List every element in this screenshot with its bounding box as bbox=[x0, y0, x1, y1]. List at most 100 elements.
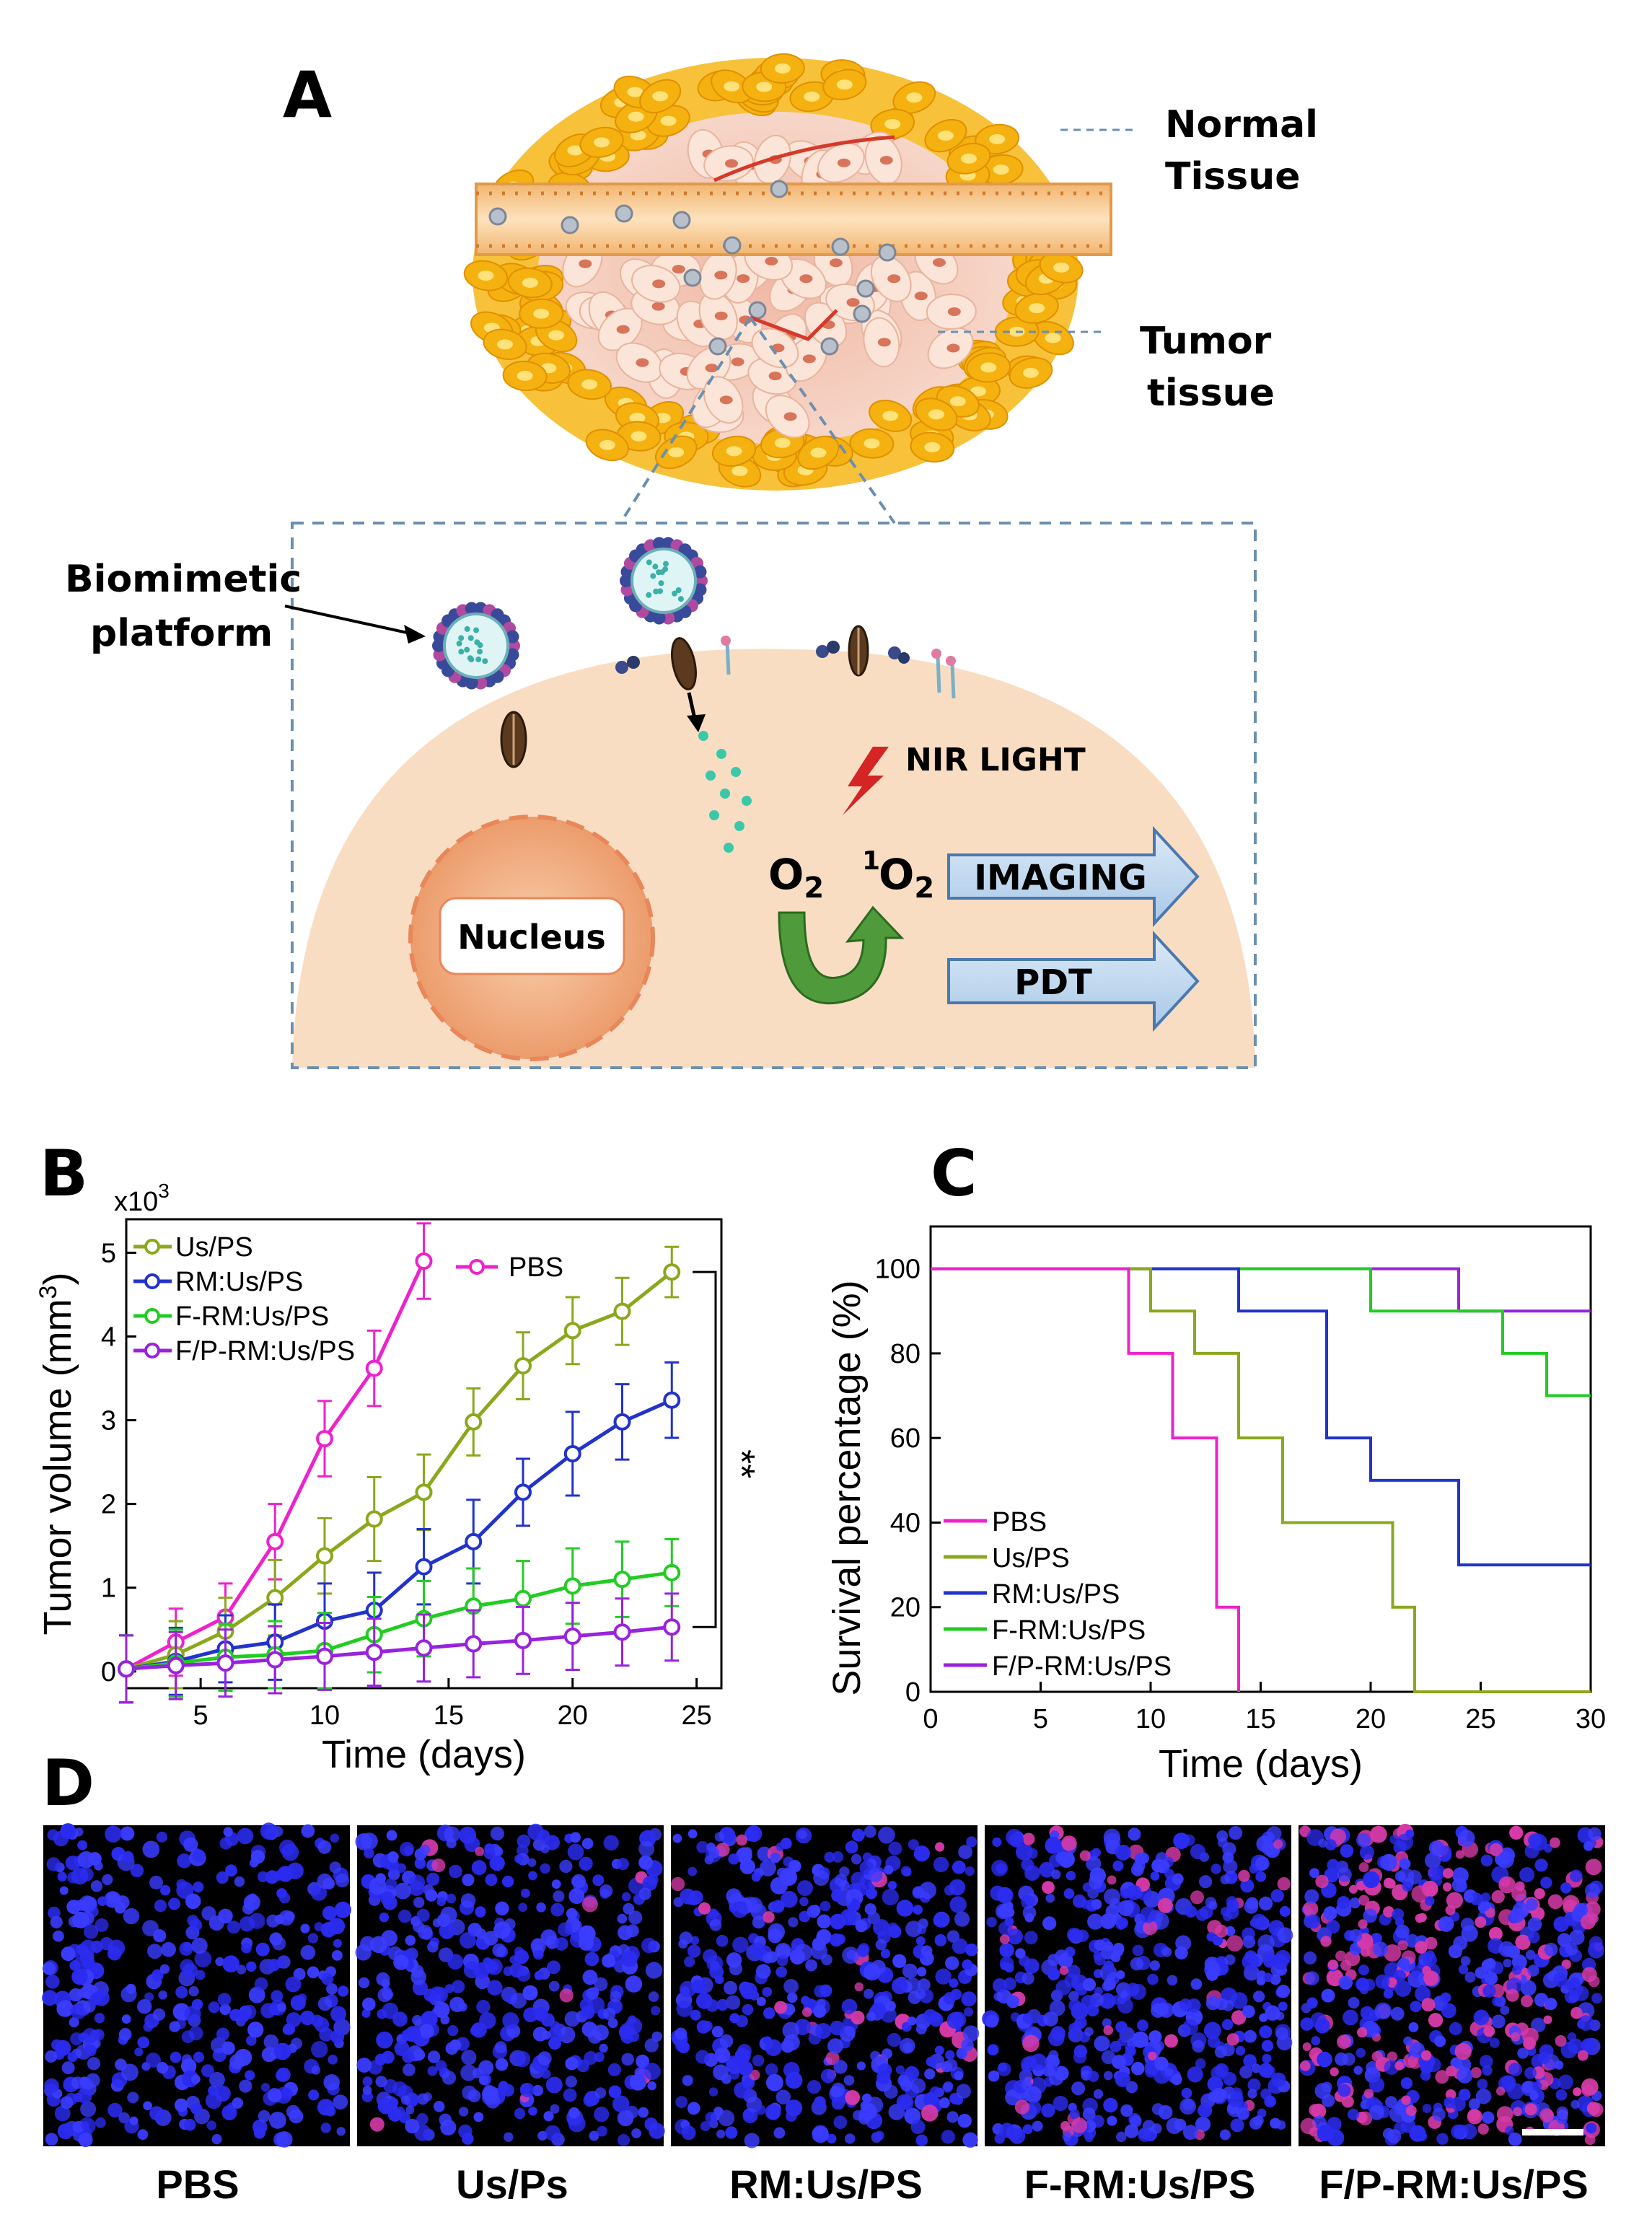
cell-nucleus bbox=[483, 1931, 498, 1946]
cell-nucleus bbox=[1117, 1900, 1134, 1916]
cell-nucleus bbox=[440, 2119, 457, 2135]
cell-nucleus bbox=[192, 1849, 206, 1863]
cell-nucleus bbox=[1320, 1936, 1332, 1947]
cell-nucleus bbox=[161, 1941, 177, 1957]
cell-nucleus bbox=[216, 1871, 229, 1884]
pdt-label: PDT bbox=[1014, 962, 1092, 1003]
cell-nucleus bbox=[548, 2037, 562, 2050]
data-point bbox=[514, 1357, 532, 1375]
cell-nucleus bbox=[567, 1843, 584, 1861]
data-point bbox=[415, 1639, 433, 1657]
cell-nucleus bbox=[1455, 1850, 1464, 1859]
cell-nucleus bbox=[638, 2107, 649, 2118]
cell-nucleus bbox=[902, 1867, 912, 1876]
cell-nucleus bbox=[149, 2106, 164, 2121]
cell-nucleus bbox=[1190, 1978, 1203, 1990]
cell-nucleus bbox=[1583, 1841, 1594, 1851]
data-point bbox=[216, 1654, 234, 1672]
cell-nucleus bbox=[381, 1978, 390, 1988]
nanoparticle-icon bbox=[708, 337, 727, 356]
data-point bbox=[613, 1302, 631, 1320]
cell-nucleus bbox=[589, 2130, 599, 2141]
legend-marker bbox=[144, 1308, 160, 1324]
cell-nucleus bbox=[1226, 1935, 1244, 1952]
cell-nucleus bbox=[952, 1860, 966, 1874]
cell-nucleus bbox=[1003, 1977, 1016, 1990]
cell-nucleus bbox=[864, 1825, 876, 1838]
cell-nucleus bbox=[1203, 2022, 1221, 2040]
released-photosensitizer bbox=[698, 731, 752, 853]
cell-nucleus bbox=[1482, 2111, 1495, 2124]
cell-nucleus bbox=[687, 1944, 701, 1958]
cell-nucleus bbox=[1161, 1947, 1172, 1957]
cell-nucleus bbox=[458, 2107, 469, 2117]
cell-nucleus bbox=[94, 2013, 105, 2024]
normal-tissue-label-2: Tissue bbox=[1165, 155, 1300, 198]
cell-nucleus bbox=[813, 2004, 827, 2018]
cell-nucleus bbox=[330, 1833, 340, 1843]
y-tick-label: 5 bbox=[101, 1238, 116, 1268]
cell-nucleus bbox=[1337, 1867, 1352, 1882]
cell-nucleus bbox=[193, 2051, 205, 2063]
conversion-arrow-icon bbox=[778, 905, 905, 1005]
cell-nucleus bbox=[1454, 2042, 1472, 2060]
cell-nucleus bbox=[540, 1929, 557, 1946]
cell-nucleus bbox=[597, 2125, 607, 2137]
legend-entry: RM:Us/PS bbox=[175, 1267, 303, 1297]
cell-nucleus bbox=[1157, 1897, 1173, 1913]
cell-nucleus bbox=[519, 2082, 535, 2097]
cell-nucleus bbox=[1303, 1901, 1319, 1917]
cell-nucleus bbox=[586, 1987, 599, 2000]
cell-nucleus bbox=[858, 1943, 870, 1955]
cell-nucleus bbox=[260, 2083, 271, 2092]
cell-nucleus bbox=[1071, 2117, 1088, 2133]
cell-nucleus bbox=[376, 2031, 393, 2049]
x-tick-label: 30 bbox=[1576, 1704, 1606, 1734]
cell-nucleus bbox=[46, 1857, 61, 1871]
cell-nucleus bbox=[1450, 2057, 1462, 2069]
data-point bbox=[663, 1618, 681, 1636]
cell-nucleus bbox=[1428, 2013, 1444, 2028]
cell-nucleus bbox=[1578, 2015, 1594, 2031]
cell-nucleus bbox=[1363, 1871, 1380, 1889]
cell-nucleus bbox=[338, 1985, 349, 1997]
cell-nucleus bbox=[634, 2067, 646, 2078]
cell-nucleus bbox=[543, 2111, 554, 2122]
cell-nucleus bbox=[729, 2013, 740, 2024]
cell-nucleus bbox=[1545, 1998, 1557, 2011]
cell-nucleus bbox=[1485, 1972, 1498, 1985]
scale-label: x103 bbox=[114, 1180, 170, 1217]
cell-nucleus bbox=[1475, 1916, 1487, 1928]
cell-nucleus bbox=[1369, 2104, 1384, 2120]
data-point bbox=[365, 1510, 383, 1528]
series-pbs bbox=[118, 1222, 433, 1704]
cell-nucleus bbox=[147, 1944, 163, 1959]
panel-letter-c: C bbox=[931, 1136, 977, 1211]
cell-nucleus bbox=[1270, 1889, 1284, 1902]
normal-cell bbox=[849, 428, 895, 459]
cell-nucleus bbox=[356, 2058, 372, 2073]
photosensitizer-dot bbox=[706, 771, 716, 781]
micrograph-label-pbs: PBS bbox=[156, 2161, 240, 2207]
x-tick-label: 5 bbox=[1033, 1704, 1048, 1734]
data-point bbox=[563, 1628, 581, 1646]
cell-nucleus bbox=[151, 1969, 164, 1982]
cell-nucleus bbox=[966, 1836, 977, 1848]
cell-nucleus bbox=[239, 1916, 255, 1932]
cell-nucleus bbox=[912, 1887, 925, 1899]
cell-nucleus bbox=[566, 1908, 578, 1920]
cell-nucleus bbox=[1534, 1858, 1548, 1872]
data-point bbox=[415, 1252, 433, 1270]
tumor-cell bbox=[615, 342, 664, 383]
cell-nucleus bbox=[521, 1888, 530, 1898]
cell-nucleus bbox=[1460, 1956, 1471, 1966]
cell-nucleus bbox=[917, 1978, 931, 1992]
normal-cell bbox=[639, 79, 682, 114]
cell-nucleus bbox=[311, 2041, 328, 2058]
cell-nucleus bbox=[55, 2040, 71, 2056]
cell-nucleus bbox=[1370, 1825, 1387, 1843]
cell-nucleus bbox=[427, 2050, 441, 2063]
cell-nucleus bbox=[1177, 1947, 1187, 1957]
cell-nucleus bbox=[154, 1900, 167, 1913]
cell-nucleus bbox=[1489, 2037, 1500, 2048]
